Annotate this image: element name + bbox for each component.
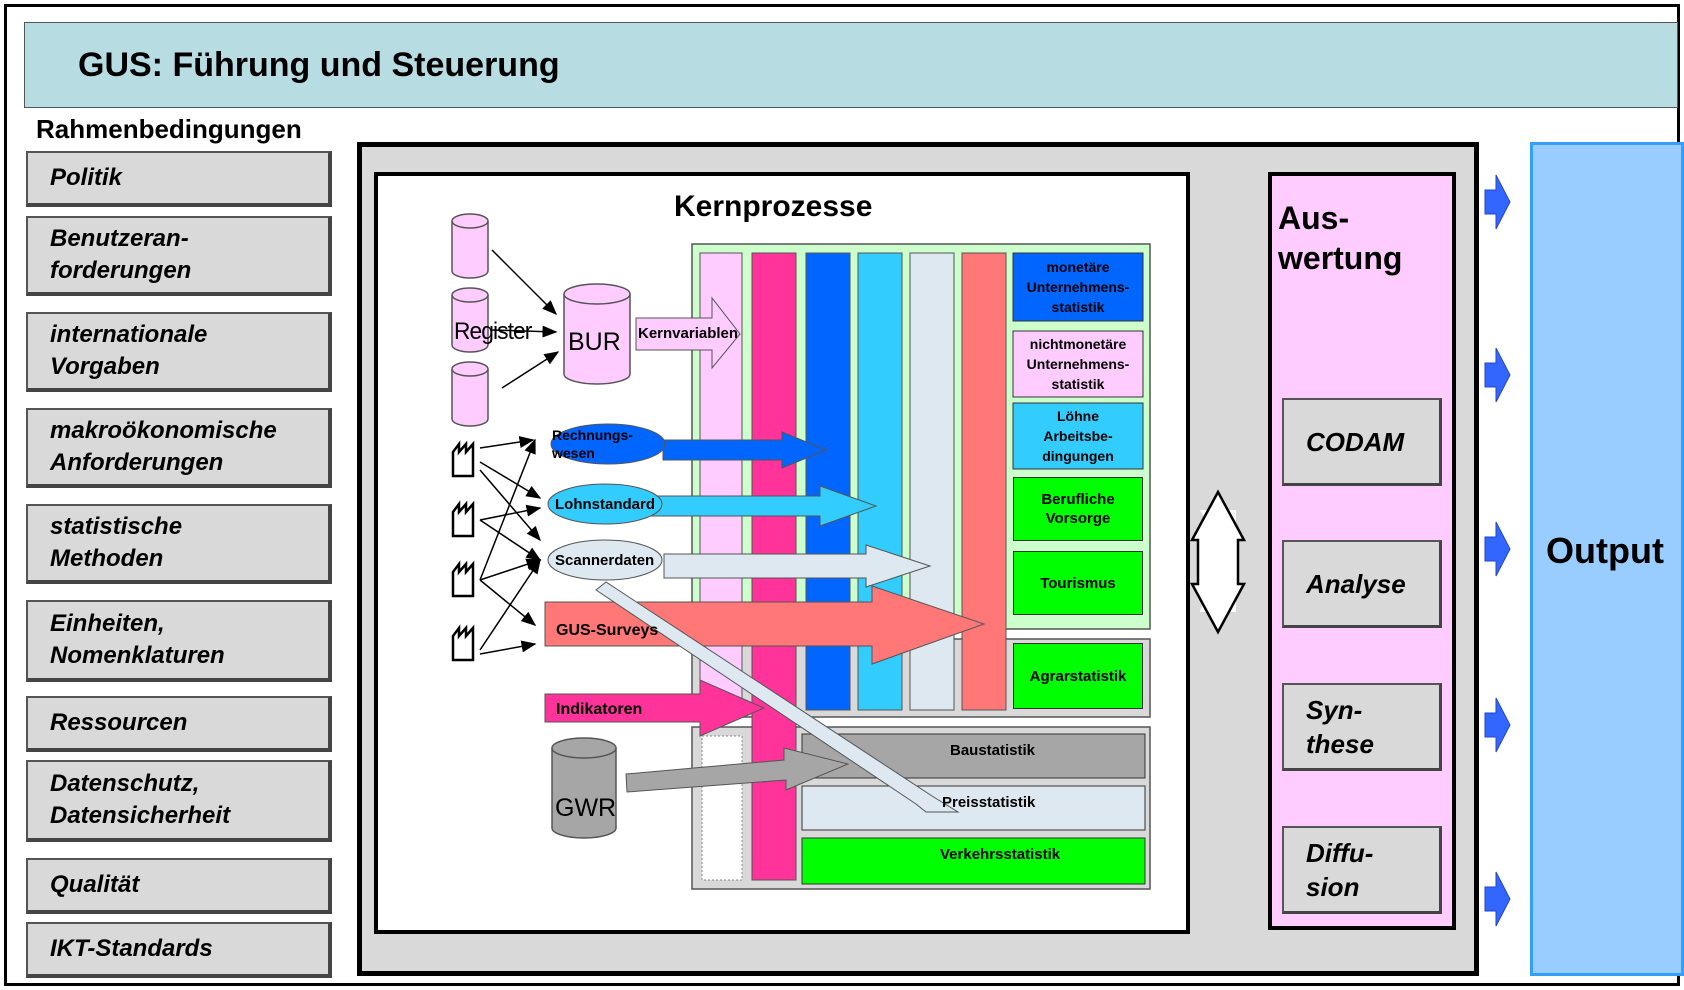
arrow-gwr	[625, 747, 850, 793]
auswertung-synthese: Syn- these	[1282, 683, 1442, 771]
gwr-label: GWR	[555, 794, 617, 822]
source-scannerdaten: Scannerdaten	[555, 552, 655, 569]
source-lohnstandard-ellipse	[547, 483, 663, 525]
rahmen-item-statistische-methoden: statistische Methoden	[26, 504, 332, 584]
auswertung-title: Aus- wertung	[1278, 200, 1403, 276]
stat-preisstatistik: Preisstatistik	[942, 794, 1036, 811]
rahmen-item-qualitaet: Qualität	[26, 858, 332, 914]
kernvariablen-arrow	[635, 296, 741, 370]
rahmen-item-internationale-vorgaben: internationale Vorgaben	[26, 312, 332, 392]
stat-preis	[801, 785, 1146, 831]
arrow-lohnstandard	[639, 485, 878, 527]
stat-monetaere-label: monetäre Unternehmens- statistik	[1026, 259, 1130, 315]
source-scannerdaten-ellipse	[547, 539, 663, 581]
register-label: Register	[454, 318, 532, 345]
arrow-indikatoren	[544, 679, 766, 737]
column-dotted	[701, 735, 743, 881]
rahmen-item-einheiten: Einheiten, Nomenklaturen	[26, 600, 332, 682]
register-cylinders	[451, 213, 489, 427]
rahmen-item-makrooekonomische: makroökonomische Anforderungen	[26, 408, 332, 488]
rahmen-heading: Rahmenbedingungen	[36, 114, 302, 144]
kernprozesse-title: Kernprozesse	[674, 190, 873, 223]
source-gus-surveys: GUS-Surveys	[556, 622, 659, 639]
output-box	[1530, 142, 1684, 976]
kernvariablen-label: Kernvariablen	[638, 325, 739, 342]
stat-monetaere	[1012, 252, 1144, 322]
bur-label: BUR	[568, 328, 621, 356]
stat-baustatistik: Baustatistik	[950, 742, 1036, 759]
connector-arrows	[479, 249, 560, 655]
stat-tourismus: Tourismus	[1013, 551, 1143, 615]
rahmen-item-ressourcen: Ressourcen	[26, 696, 332, 752]
title-bar	[24, 22, 1678, 108]
rahmen-item-datenschutz: Datenschutz, Datensicherheit	[26, 760, 332, 842]
auswertung-analyse: Analyse	[1282, 540, 1442, 628]
page-title: GUS: Führung und Steuerung	[78, 46, 560, 84]
source-lohnstandard: Lohnstandard	[555, 496, 655, 513]
stat-loehne	[1012, 402, 1144, 470]
source-rechnungswesen-ellipse	[550, 423, 666, 465]
output-label: Output	[1546, 530, 1664, 571]
bur-cylinder	[563, 283, 631, 385]
auswertung-diffusion: Diffu- sion	[1282, 826, 1442, 914]
arrow-preis-diagonal	[595, 581, 960, 813]
gwr-cylinder	[551, 737, 617, 839]
output-arrows	[1484, 174, 1511, 927]
stat-agrarstatistik: Agrarstatistik	[1013, 643, 1143, 709]
arrow-gus-surveys	[544, 585, 986, 665]
exchange-double-arrow	[1189, 489, 1247, 635]
rahmen-item-benutzeranforderungen: Benutzeran- forderungen	[26, 216, 332, 296]
stat-nichtmonetaere	[1012, 330, 1144, 398]
rahmen-item-politik: Politik	[26, 151, 332, 207]
stat-loehne-label: Löhne Arbeitsbe- dingungen	[1042, 408, 1114, 464]
stat-verkehr	[801, 837, 1146, 885]
source-indikatoren: Indikatoren	[556, 701, 643, 718]
source-rechnungswesen: Rechnungs- wesen	[552, 427, 633, 461]
stat-berufliche-vorsorge: Berufliche Vorsorge	[1013, 477, 1143, 541]
arrow-rechnungswesen	[662, 431, 828, 469]
factory-icons	[451, 440, 475, 662]
stat-nichtmonetaere-label: nichtmonetäre Unternehmens- statistik	[1026, 336, 1130, 392]
column-red	[961, 252, 1007, 711]
auswertung-codam: CODAM	[1282, 398, 1442, 486]
stat-verkehrsstatistik: Verkehrsstatistik	[940, 846, 1061, 863]
arrow-scannerdaten	[663, 544, 932, 588]
rahmen-item-ikt-standards: IKT-Standards	[26, 922, 332, 978]
